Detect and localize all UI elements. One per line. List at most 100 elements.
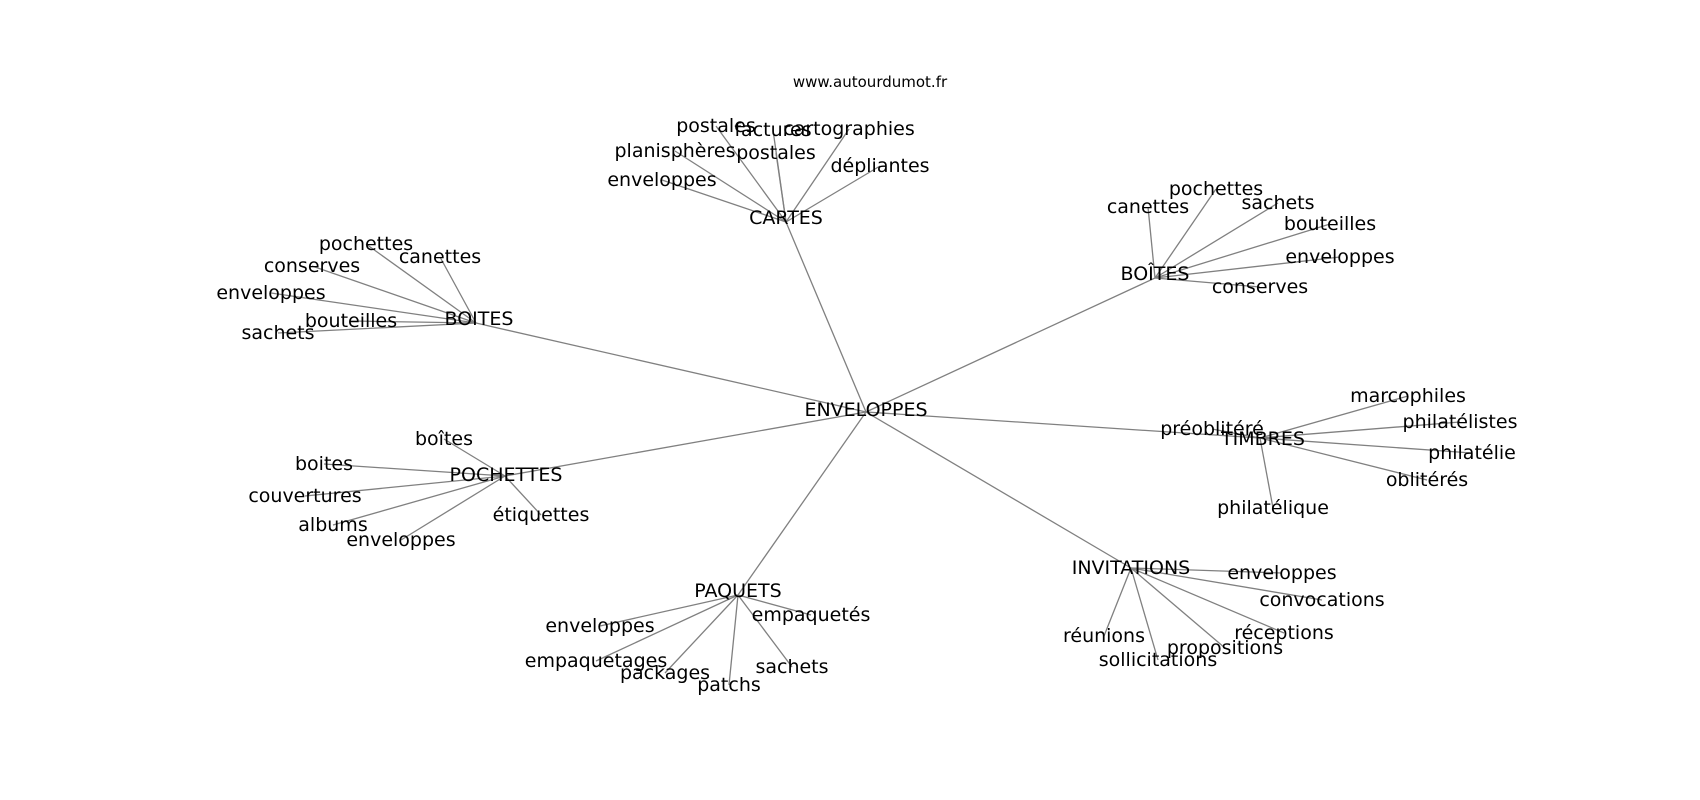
node-leaf-sachets[interactable]: sachets xyxy=(755,656,828,678)
edge-paquets-sachets-4 xyxy=(737,594,793,668)
node-leaf-receptions[interactable]: réceptions xyxy=(1234,622,1334,644)
edge-boites-canettes-1 xyxy=(439,256,477,324)
edge-pochettes-boites-0 xyxy=(443,438,506,477)
node-cluster-timbres[interactable]: TIMBRES xyxy=(1220,428,1305,450)
edge-pochettes-enveloppes-4 xyxy=(400,475,506,541)
edge-center-cartes xyxy=(785,221,867,413)
edge-invitations-convocations-1 xyxy=(1130,567,1323,601)
node-leaf-canettes[interactable]: canettes xyxy=(1107,196,1189,218)
edge-boites-pochettes-0 xyxy=(365,243,477,324)
edge-boites-sachets-5 xyxy=(277,322,477,334)
node-leaf-couvertures[interactable]: couvertures xyxy=(248,485,361,507)
edge-invitations-receptions-2 xyxy=(1130,567,1285,634)
node-leaf-planispheres[interactable]: planisphères xyxy=(615,140,736,162)
node-leaf-enveloppes[interactable]: enveloppes xyxy=(545,615,654,637)
edge-center-pochettes xyxy=(504,411,867,477)
node-cluster-boites[interactable]: BOITES xyxy=(445,308,514,330)
edge-pochettes-couvertures-2 xyxy=(304,475,506,497)
edge-boites-canettes-1 xyxy=(1147,206,1156,279)
edge-timbres-obliteres-4 xyxy=(1259,437,1428,481)
node-leaf-packages[interactable]: packages xyxy=(620,662,710,684)
node-leaf-bouteilles[interactable]: bouteilles xyxy=(1284,213,1376,235)
node-leaf-philatelie[interactable]: philatélie xyxy=(1428,442,1516,464)
node-leaf-propositions[interactable]: propositions xyxy=(1167,637,1283,659)
node-center-enveloppes[interactable]: ENVELOPPES xyxy=(804,399,927,421)
node-leaf-empaquetages[interactable]: empaquetages xyxy=(525,650,667,672)
edge-paquets-enveloppes-0 xyxy=(599,594,739,627)
node-leaf-philatelistes[interactable]: philatélistes xyxy=(1403,411,1518,433)
edge-timbres-preoblitere-1 xyxy=(1211,428,1261,439)
node-leaf-canettes[interactable]: canettes xyxy=(399,246,481,268)
edge-paquets-packages-3 xyxy=(664,594,739,674)
node-leaf-sachets[interactable]: sachets xyxy=(241,322,314,344)
edge-timbres-philatelie-3 xyxy=(1259,437,1473,454)
edge-timbres-philatelistes-2 xyxy=(1259,421,1461,439)
edge-boites-conserves-5 xyxy=(1154,277,1261,288)
node-leaf-postales[interactable]: postales xyxy=(736,142,816,164)
edge-timbres-philatelique-5 xyxy=(1259,437,1274,509)
node-leaf-boites[interactable]: boîtes xyxy=(415,428,473,450)
graph-edges xyxy=(270,125,1473,686)
edge-boites-bouteilles-3 xyxy=(1154,223,1331,279)
site-url[interactable]: www.autourdumot.fr xyxy=(793,73,948,91)
node-leaf-pochettes[interactable]: pochettes xyxy=(1169,178,1263,200)
node-leaf-enveloppes[interactable]: enveloppes xyxy=(1227,562,1336,584)
node-cluster-invitations[interactable]: INVITATIONS xyxy=(1072,557,1191,579)
node-leaf-convocations[interactable]: convocations xyxy=(1259,589,1384,611)
node-cluster-pochettes[interactable]: POCHETTES xyxy=(450,464,563,486)
edge-paquets-empaquetages-2 xyxy=(595,594,739,662)
edge-boites-enveloppes-3 xyxy=(270,292,477,324)
node-leaf-boites[interactable]: boites xyxy=(295,453,353,475)
edge-cartes-postales-0 xyxy=(715,125,787,223)
node-leaf-empaquetes[interactable]: empaquetés xyxy=(752,604,871,626)
edge-cartes-cartographies-2 xyxy=(785,128,850,223)
node-leaf-enveloppes[interactable]: enveloppes xyxy=(1285,246,1394,268)
edge-invitations-sollicitations-5 xyxy=(1130,567,1159,661)
edge-cartes-planispheres-3 xyxy=(674,150,787,223)
edge-boites-bouteilles-4 xyxy=(350,320,477,324)
edge-boites-conserves-2 xyxy=(311,265,477,324)
node-cluster-boites[interactable]: BOÎTES xyxy=(1121,262,1190,285)
node-leaf-pochettes[interactable]: pochettes xyxy=(319,233,413,255)
node-leaf-patchs[interactable]: patchs xyxy=(697,674,761,696)
node-leaf-reunions[interactable]: réunions xyxy=(1063,625,1145,647)
node-cluster-paquets[interactable]: PAQUETS xyxy=(694,580,781,602)
node-leaf-obliteres[interactable]: oblitérés xyxy=(1386,469,1468,491)
edge-paquets-empaquetes-1 xyxy=(737,594,812,616)
node-leaf-preoblitere[interactable]: préoblitéré xyxy=(1160,418,1264,440)
graph-labels: www.autourdumot.fr ENVELOPPES CARTES posta… xyxy=(216,73,1517,696)
edge-center-invitations xyxy=(865,411,1132,569)
node-leaf-enveloppes[interactable]: enveloppes xyxy=(346,529,455,551)
node-leaf-depliantes[interactable]: dépliantes xyxy=(830,155,929,177)
node-leaf-cartographies[interactable]: cartographies xyxy=(783,118,914,140)
node-leaf-philatelique[interactable]: philatélique xyxy=(1217,497,1329,519)
edge-pochettes-albums-3 xyxy=(332,475,506,526)
edge-center-paquets xyxy=(737,411,867,596)
edge-cartes-enveloppes-5 xyxy=(661,179,787,223)
edge-boites-enveloppes-4 xyxy=(1154,256,1341,279)
edge-center-boites xyxy=(475,322,867,413)
node-leaf-bouteilles[interactable]: bouteilles xyxy=(305,310,397,332)
node-cluster-cartes[interactable]: CARTES xyxy=(749,207,823,229)
node-leaf-conserves[interactable]: conserves xyxy=(1212,276,1308,298)
node-leaf-etiquettes[interactable]: étiquettes xyxy=(493,504,590,526)
node-leaf-albums[interactable]: albums xyxy=(298,514,367,536)
edge-cartes-depliantes-6 xyxy=(785,165,881,223)
node-leaf-sollicitations[interactable]: sollicitations xyxy=(1099,649,1217,671)
node-leaf-factures[interactable]: factures xyxy=(734,119,811,141)
edge-center-timbres xyxy=(865,411,1261,439)
edge-pochettes-boites-1 xyxy=(323,463,506,477)
edge-invitations-enveloppes-0 xyxy=(1130,567,1283,574)
node-leaf-marcophiles[interactable]: marcophiles xyxy=(1350,385,1466,407)
edge-boites-pochettes-0 xyxy=(1154,188,1217,279)
node-leaf-sachets[interactable]: sachets xyxy=(1241,192,1314,214)
edge-boites-sachets-2 xyxy=(1154,202,1279,279)
node-leaf-enveloppes[interactable]: enveloppes xyxy=(607,169,716,191)
edge-cartes-postales-4 xyxy=(775,152,787,223)
edge-pochettes-etiquettes-5 xyxy=(504,475,542,516)
node-leaf-conserves[interactable]: conserves xyxy=(264,255,360,277)
node-leaf-enveloppes[interactable]: enveloppes xyxy=(216,282,325,304)
edge-timbres-marcophiles-0 xyxy=(1259,395,1409,439)
node-leaf-postales[interactable]: postales xyxy=(676,115,756,137)
